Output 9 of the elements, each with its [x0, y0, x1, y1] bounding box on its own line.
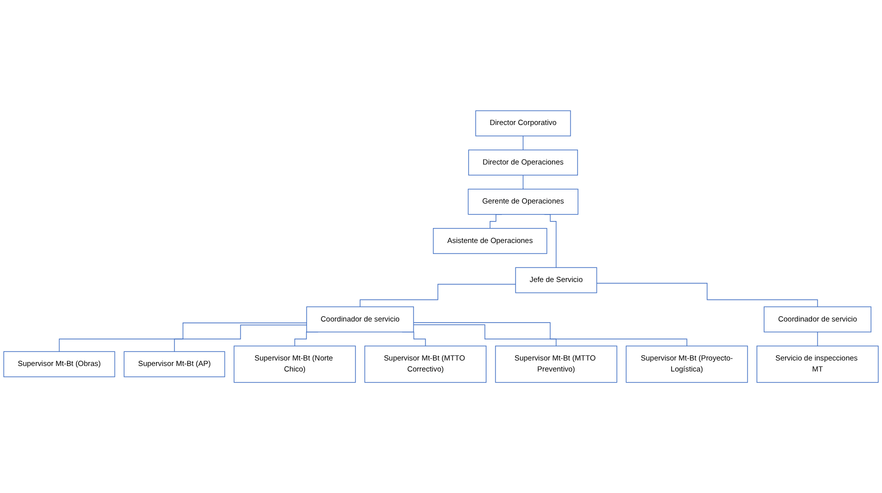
connector: [817, 332, 818, 346]
connector: [596, 282, 818, 308]
connector: [413, 322, 688, 346]
connector: [413, 324, 556, 346]
connector: [174, 324, 308, 352]
connector: [58, 322, 308, 352]
connector: [522, 136, 524, 150]
connector: [360, 284, 516, 308]
connector: [522, 174, 524, 190]
